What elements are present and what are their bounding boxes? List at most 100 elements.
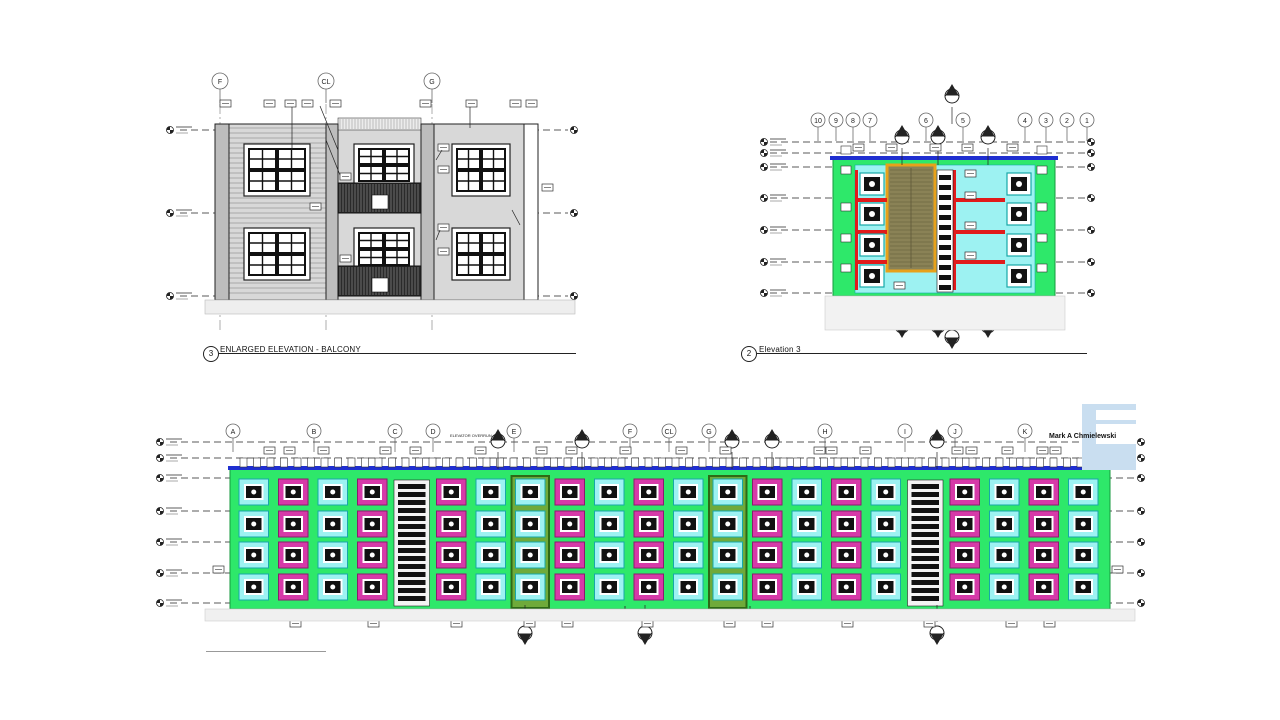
section-marker-arrow xyxy=(765,429,779,441)
view-number-3: 3 xyxy=(203,346,219,362)
red-balcony xyxy=(955,198,1005,202)
stair-step xyxy=(398,516,426,521)
keynote-tag xyxy=(840,165,852,175)
grid-bubble-icon xyxy=(918,112,934,128)
elevator-opening xyxy=(939,235,951,240)
window-vent xyxy=(567,521,573,527)
window-vent xyxy=(448,552,454,558)
red-balconies xyxy=(855,169,1005,293)
elevator-opening xyxy=(939,255,951,260)
stair-step xyxy=(398,596,426,601)
elevator-opening xyxy=(939,185,951,190)
keynote-tag xyxy=(1036,165,1048,175)
window-vent xyxy=(330,584,336,590)
section-marker-arrow xyxy=(491,429,505,441)
stair-step xyxy=(911,596,939,601)
section-marker-arrow xyxy=(725,429,739,441)
window-vent xyxy=(725,552,731,558)
window-surround xyxy=(1028,510,1059,538)
grid-label: 3 xyxy=(1044,118,1048,125)
balcony-railings xyxy=(337,182,422,297)
grid-bubble-icon xyxy=(317,72,335,90)
parapet-bump xyxy=(536,457,545,468)
grid-label: D xyxy=(430,429,435,436)
grid-bubble-icon xyxy=(506,423,522,439)
window-bays xyxy=(238,457,1112,609)
parapet-bump xyxy=(307,457,315,468)
window-vent xyxy=(646,552,652,558)
window-vent xyxy=(1041,552,1047,558)
parapet-bump xyxy=(428,457,437,468)
window-surround xyxy=(752,541,783,569)
title-underline xyxy=(219,353,576,354)
parapet-bump xyxy=(280,457,288,468)
grid-bubble-icon xyxy=(862,112,878,128)
level-marker-fill xyxy=(1137,569,1145,577)
grid-label: G xyxy=(429,79,434,86)
window-vent xyxy=(764,552,770,558)
window-vent xyxy=(1080,552,1086,558)
stair-step xyxy=(398,500,426,505)
window-vent xyxy=(685,489,691,495)
grid-label: E xyxy=(512,429,517,436)
window-vent xyxy=(488,489,494,495)
grid-bubble-icon xyxy=(701,423,717,439)
window-vent xyxy=(369,521,375,527)
grid-label: H xyxy=(822,429,827,436)
grid-label: B xyxy=(312,429,317,436)
grid-label: 10 xyxy=(814,118,822,125)
grid-bubble-icon xyxy=(897,423,913,439)
stair-step xyxy=(398,532,426,537)
parapet-bump xyxy=(982,457,990,468)
grid-label: A xyxy=(231,429,236,436)
window-surround xyxy=(791,541,822,569)
grid-bubble-icon xyxy=(817,423,833,439)
window-vent xyxy=(567,552,573,558)
level-marker-fill xyxy=(1087,149,1095,157)
grid-bubble-icon xyxy=(1017,112,1033,128)
window-vent xyxy=(606,584,612,590)
windows xyxy=(840,145,1048,290)
parapet-bump xyxy=(401,457,410,468)
author-name: Mark A Chmielewski xyxy=(1049,433,1117,440)
parapet-bump xyxy=(644,457,653,468)
stair-step xyxy=(911,588,939,593)
parapet-bump xyxy=(604,457,612,468)
keynote-tag xyxy=(840,145,852,155)
elevator-opening xyxy=(939,265,951,270)
window-vent xyxy=(290,489,296,495)
red-post xyxy=(855,170,858,290)
parapet-bump xyxy=(995,457,1004,468)
ground-hatch xyxy=(204,608,1136,622)
stair-step xyxy=(398,508,426,513)
window-vent xyxy=(1080,521,1086,527)
stair-step xyxy=(911,524,939,529)
parapet-bump xyxy=(455,457,464,468)
parapet-bump xyxy=(914,457,923,468)
parapet-bump xyxy=(779,457,788,468)
window-surround xyxy=(712,541,743,569)
window-vent xyxy=(290,521,296,527)
parapet-blue xyxy=(228,466,1112,470)
window-vent xyxy=(764,489,770,495)
window-surround xyxy=(554,541,585,569)
section-marker-arrow xyxy=(575,429,589,441)
window-vent xyxy=(646,584,652,590)
keynote-tag xyxy=(1036,145,1048,155)
parapet xyxy=(337,117,422,131)
grid-label: CL xyxy=(322,79,331,86)
window-vent xyxy=(883,584,889,590)
window-vent xyxy=(764,521,770,527)
window-vent xyxy=(369,584,375,590)
window-vent xyxy=(843,584,849,590)
grid-bubble-icon xyxy=(1059,112,1075,128)
window-vent xyxy=(369,489,375,495)
window-surround xyxy=(831,541,862,569)
level-marker-fill xyxy=(1137,454,1145,462)
parapet-bump xyxy=(874,457,882,468)
level-marker-fill xyxy=(1137,438,1145,446)
